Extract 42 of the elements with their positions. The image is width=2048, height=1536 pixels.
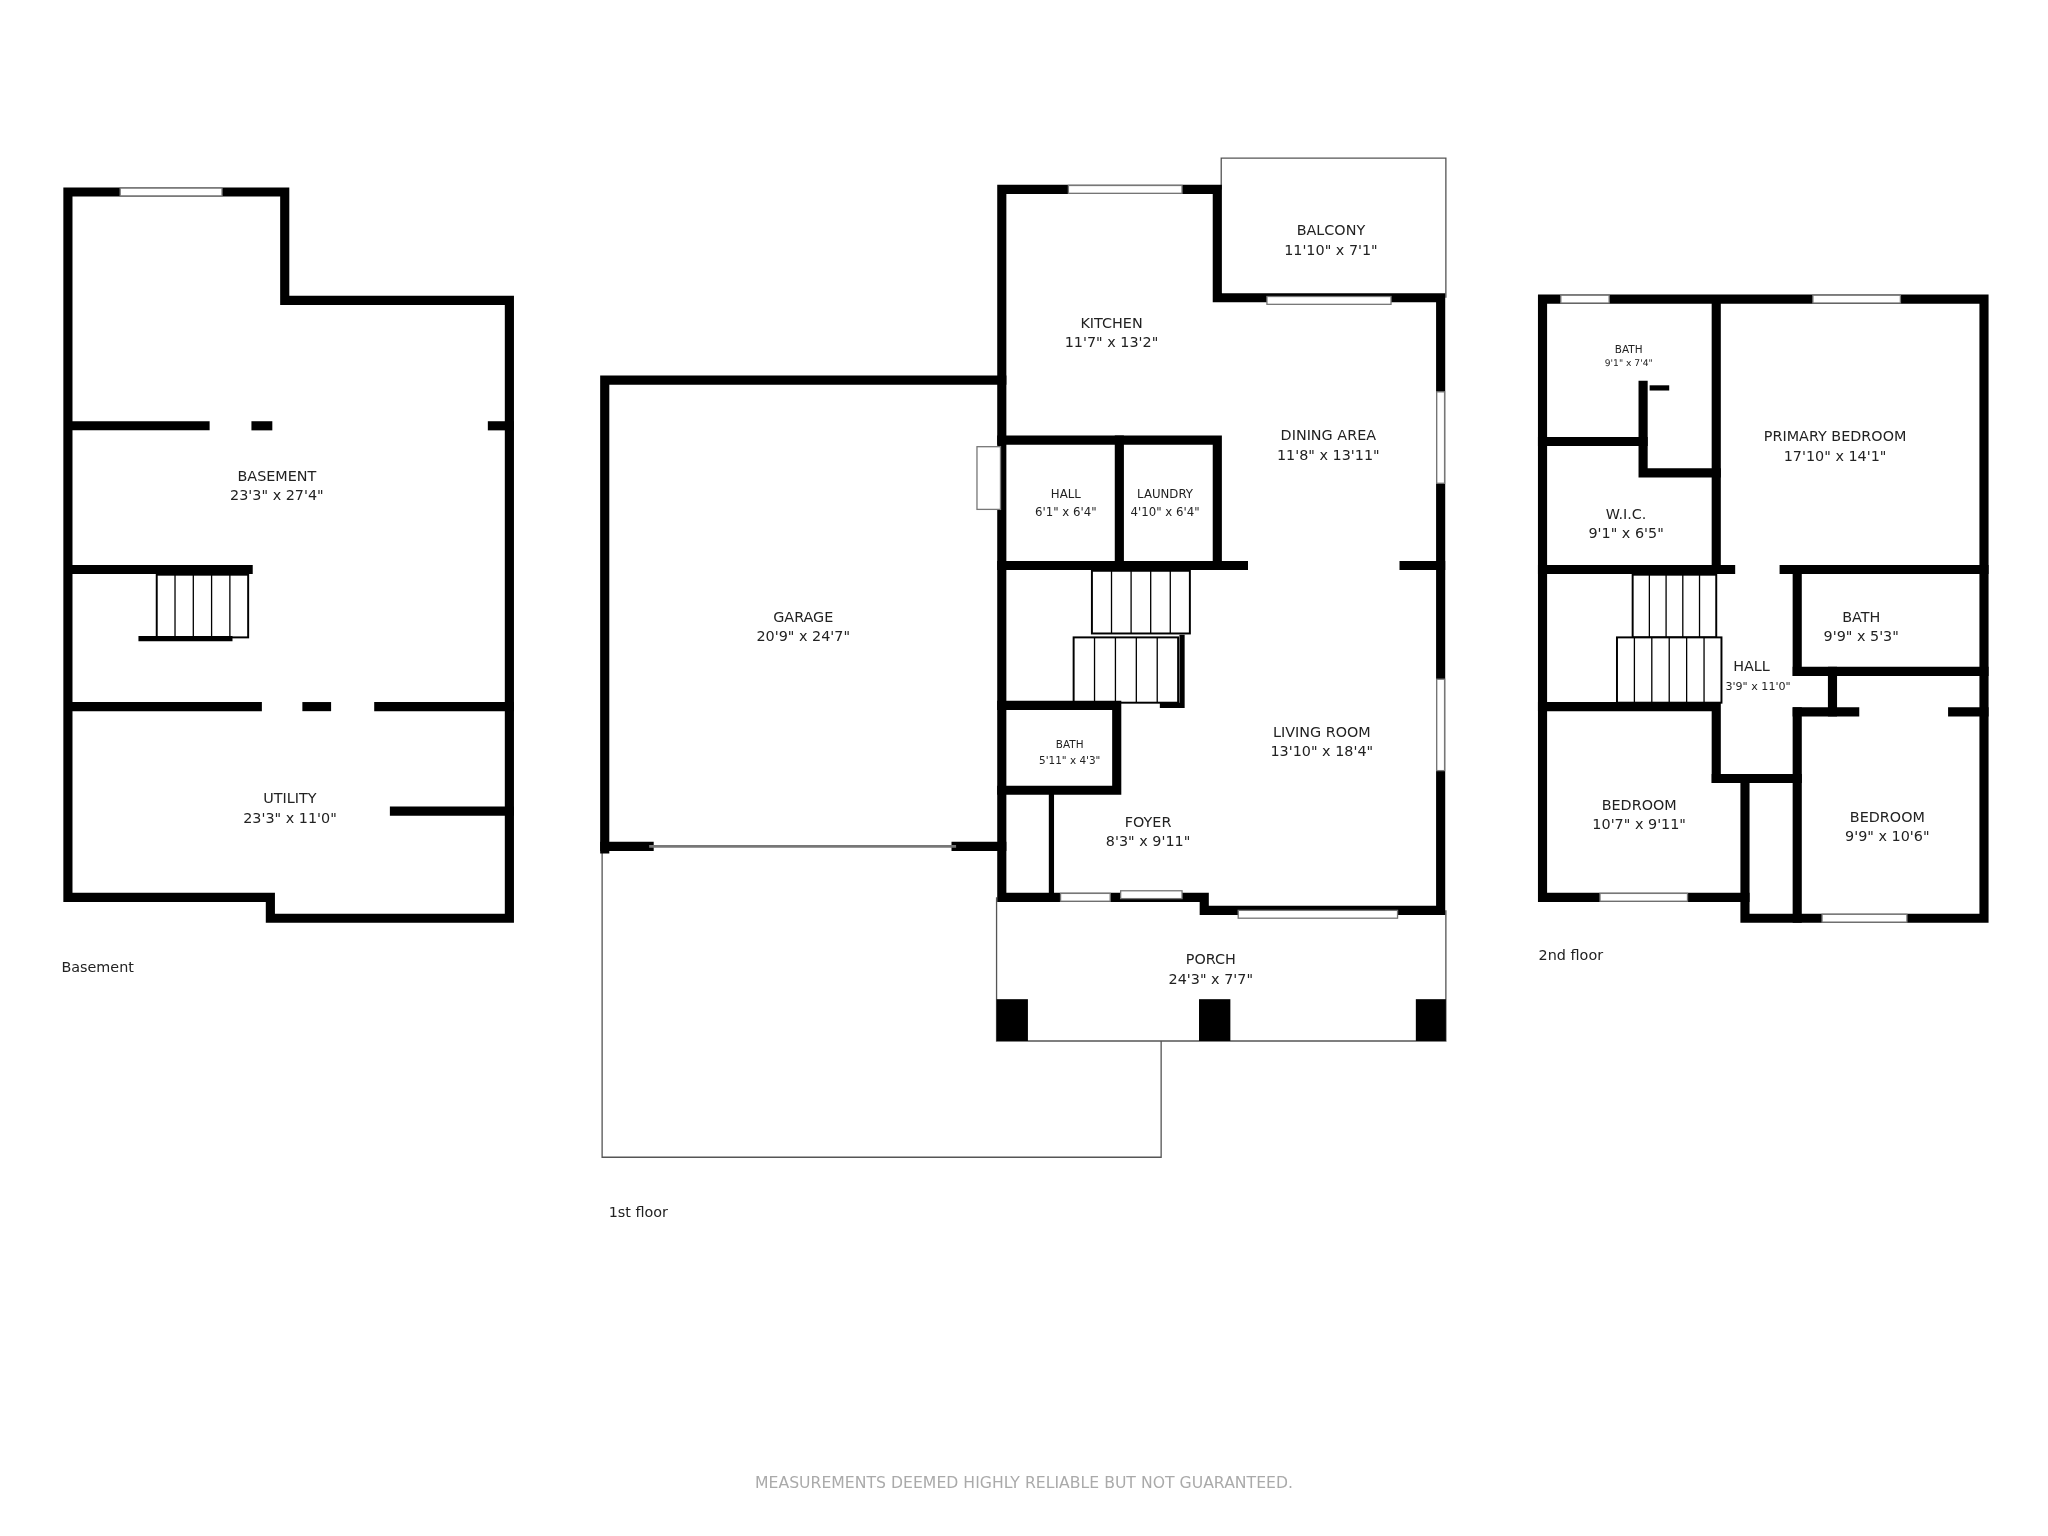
room-name: BATH (1055, 740, 1084, 752)
room-dimensions: 24'3" x 7'7" (1168, 971, 1253, 988)
room-dimensions: 9'1" x 7'4" (1604, 359, 1653, 370)
room-name: BATH (1614, 344, 1643, 356)
room-dimensions: 3'9" x 11'0" (1725, 680, 1791, 694)
room-name: PORCH (1185, 952, 1236, 968)
room-dimensions: 4'10" x 6'4" (1130, 506, 1200, 520)
room-name: HALL (1733, 659, 1770, 676)
room-dimensions: 17'10" x 14'1" (1783, 449, 1887, 465)
floor-label: 2nd floor (1538, 948, 1604, 964)
room-name: PRIMARY BEDROOM (1763, 429, 1907, 446)
room-dimensions: 11'7" x 13'2" (1064, 335, 1159, 352)
room-dimensions: 11'8" x 13'11" (1276, 447, 1380, 464)
floor-label: 1st floor (608, 1205, 668, 1222)
room-name: KITCHEN (1080, 316, 1143, 332)
room-dimensions: 23'3" x 11'0" (243, 811, 337, 827)
room-dimensions: 20'9" x 24'7" (756, 629, 851, 646)
floor-label: Basement (61, 959, 134, 976)
room-name: FOYER (1124, 814, 1172, 831)
room-dimensions: 9'9" x 10'6" (1845, 829, 1930, 846)
disclaimer-note: MEASUREMENTS DEEMED HIGHLY RELIABLE BUT NOT GUARANTEED. (755, 1475, 1293, 1493)
room-dimensions: 6'1" x 6'4" (1035, 506, 1097, 520)
room-name: UTILITY (263, 791, 317, 808)
room-dimensions: 9'9" x 5'3" (1823, 629, 1899, 646)
room-dimensions: 5'11" x 4'3" (1039, 755, 1101, 768)
room-dimensions: 9'1" x 6'5" (1588, 526, 1664, 543)
room-name: BEDROOM (1849, 809, 1925, 826)
room-dimensions: 11'10" x 7'1" (1284, 242, 1378, 259)
room-dimensions: 8'3" x 9'11" (1105, 834, 1191, 851)
room-name: BALCONY (1296, 223, 1366, 240)
room-dimensions: 10'7" x 9'11" (1592, 817, 1686, 834)
room-name: LIVING ROOM (1272, 724, 1371, 741)
room-name: BEDROOM (1601, 797, 1677, 814)
room-name: LAUNDRY (1137, 488, 1193, 502)
room-dimensions: 13'10" x 18'4" (1270, 744, 1374, 761)
room-name: GARAGE (773, 609, 834, 626)
room-dimensions: 23'3" x 27'4" (230, 488, 324, 505)
room-name: DINING AREA (1280, 428, 1377, 445)
room-name: BASEMENT (237, 468, 317, 485)
room-name: BATH (1842, 609, 1881, 626)
room-name: W.I.C. (1605, 506, 1647, 523)
room-name: HALL (1050, 488, 1081, 502)
